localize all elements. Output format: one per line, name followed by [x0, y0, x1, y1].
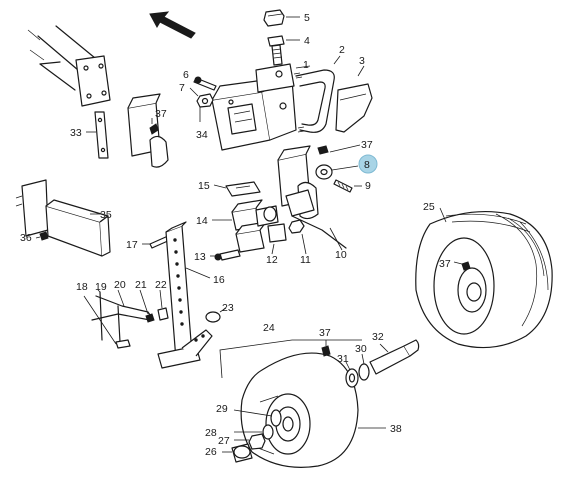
- part-24-group-line: [219, 339, 362, 379]
- part-23-clip: [205, 307, 227, 323]
- callout-20: 20: [114, 279, 126, 291]
- part-2-u-bolt: [293, 55, 341, 133]
- callout-37-c: 37: [439, 258, 451, 270]
- callout-16: 16: [213, 274, 225, 286]
- callout-25: 25: [423, 201, 435, 213]
- part-26-cap: [222, 443, 253, 463]
- part-29-bearing: [233, 409, 282, 427]
- part-25-wheel: [415, 207, 553, 349]
- callout-5: 5: [304, 12, 310, 24]
- part-9-pin: [333, 179, 362, 193]
- callout-15: 15: [198, 180, 210, 192]
- part-35-arm: [15, 179, 111, 257]
- part-13-bolt: [210, 249, 241, 261]
- part-22-nut: [157, 289, 169, 321]
- callout-12: 12: [266, 254, 278, 266]
- part-1-main-bracket: [211, 63, 311, 151]
- callout-37-b: 37: [361, 139, 373, 151]
- part-12-bolt: [267, 223, 287, 255]
- callout-36: 36: [20, 232, 32, 244]
- callout-28: 28: [205, 427, 217, 439]
- callout-34: 34: [196, 129, 208, 141]
- callout-6: 6: [183, 69, 189, 81]
- callout-1: 1: [303, 59, 309, 71]
- part-31-bearing: [345, 361, 359, 388]
- callout-4: 4: [304, 35, 310, 47]
- callout-30: 30: [355, 343, 367, 355]
- part-18-bolt: [83, 295, 131, 349]
- callout-23: 23: [222, 302, 234, 314]
- part-19-pin: [97, 289, 103, 341]
- part-30-spacer: [358, 353, 370, 381]
- direction-arrow-icon: [149, 11, 196, 39]
- callout-21: 21: [135, 279, 147, 291]
- callout-8: 8: [364, 159, 370, 171]
- part-11-nut: [288, 219, 307, 255]
- part-7-nut: [189, 87, 214, 108]
- callout-labels: 5 4 2 3 1 6 7 37 34 33 37 8 9 15 25 35 1…: [20, 12, 451, 458]
- part-37-bolt-upper: [317, 144, 361, 155]
- part-16-post: [157, 221, 213, 369]
- callout-highlight: [358, 154, 378, 174]
- callout-31: 31: [337, 353, 349, 365]
- part-36-bolt: [35, 231, 49, 241]
- callout-37-d: 37: [319, 327, 331, 339]
- frame-beam: [27, 25, 111, 107]
- callout-37-a: 37: [155, 108, 167, 120]
- callout-14: 14: [196, 215, 208, 227]
- part-27-nut: [234, 433, 266, 450]
- part-28-washer: [234, 424, 274, 440]
- callout-22: 22: [155, 279, 167, 291]
- callout-18: 18: [76, 281, 88, 293]
- callout-3: 3: [359, 55, 365, 67]
- part-32-axle: [369, 339, 420, 375]
- part-37-grease-fitting: [321, 340, 331, 357]
- callout-19: 19: [95, 281, 107, 293]
- part-21-bolt: [139, 289, 155, 323]
- callout-10: 10: [335, 249, 347, 261]
- callout-27: 27: [218, 435, 230, 447]
- callout-11: 11: [300, 254, 311, 266]
- part-15-pad: [213, 181, 261, 197]
- callout-29: 29: [216, 403, 228, 415]
- part-10-clamp-assembly: [277, 145, 347, 251]
- callout-32: 32: [372, 331, 384, 343]
- callout-2: 2: [339, 44, 345, 56]
- part-8-washer: [315, 164, 359, 180]
- part-3-plate: [335, 65, 373, 133]
- callout-7: 7: [179, 82, 185, 94]
- part-17-pin: [142, 235, 171, 249]
- part-4-bolt: [267, 35, 300, 66]
- callout-9: 9: [365, 180, 371, 192]
- callout-26: 26: [205, 446, 217, 458]
- callout-35: 35: [100, 209, 112, 221]
- part-6-bolt: [193, 76, 217, 91]
- part-33-strap: [86, 111, 109, 159]
- callout-17: 17: [126, 239, 138, 251]
- part-34-bracket: [127, 93, 201, 168]
- callout-24: 24: [263, 322, 275, 334]
- callout-13: 13: [194, 251, 206, 263]
- callout-33: 33: [70, 127, 82, 139]
- part-5-nut: [263, 9, 300, 27]
- callout-38: 38: [390, 423, 402, 435]
- part-37-rear-fitting: [453, 261, 471, 271]
- part-14-clamp-blocks: [212, 199, 279, 253]
